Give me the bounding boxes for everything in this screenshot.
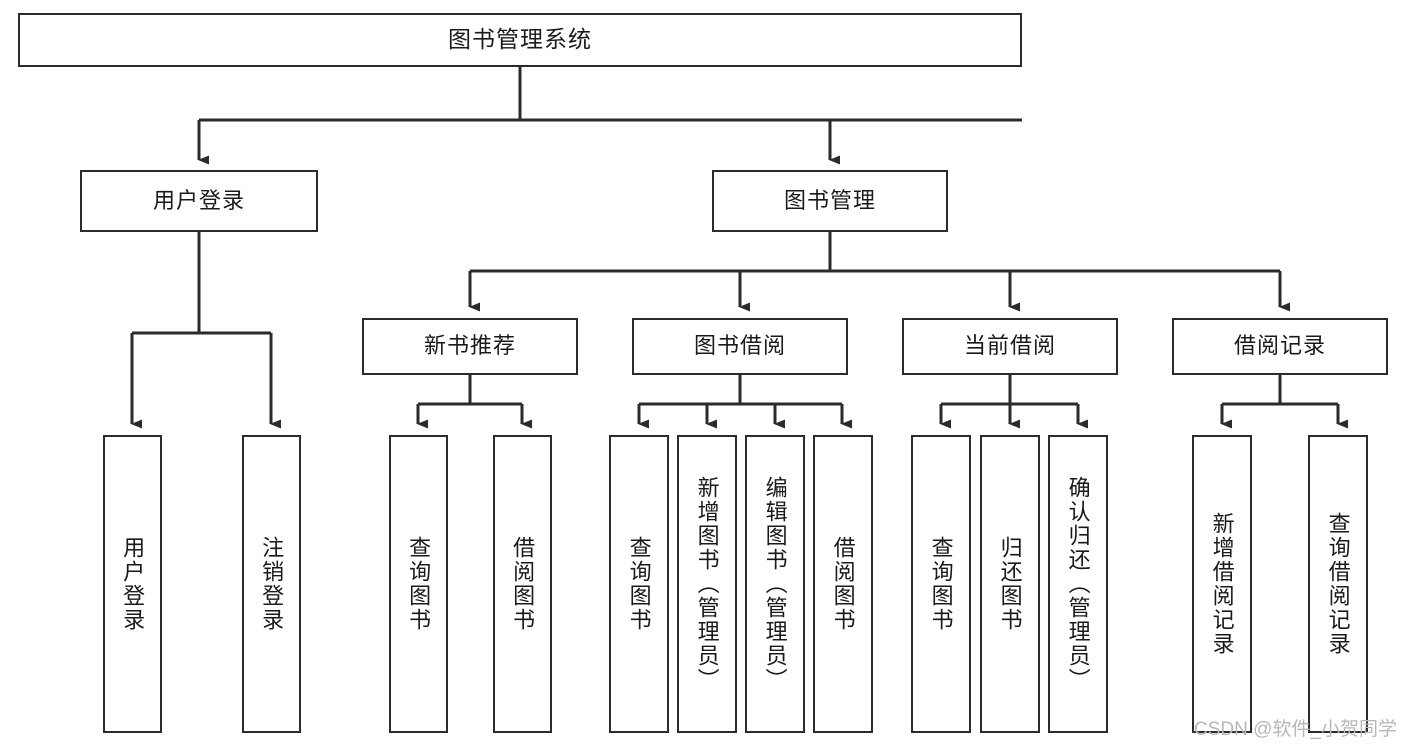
node-book-management-label: 图书管理 [783,187,876,213]
node-leaf-query-book-3-label: 查询图书 [928,536,954,632]
node-root-book-management-system[interactable]: 图书管理系统 [18,13,1022,67]
node-leaf-add-book[interactable]: 新增图书（管理员） [677,435,737,733]
node-leaf-edit-book-label: 编辑图书（管理员） [762,476,788,692]
node-leaf-query-book-2-label: 查询图书 [626,536,652,632]
node-leaf-borrow-book-2-label: 借阅图书 [830,536,856,632]
node-new-book-recommend-label: 新书推荐 [423,333,516,359]
node-root-label: 图书管理系统 [448,26,592,53]
node-borrow-record[interactable]: 借阅记录 [1172,318,1388,375]
node-user-login-label: 用户登录 [152,187,245,213]
node-new-book-recommend[interactable]: 新书推荐 [362,318,578,375]
node-leaf-user-login[interactable]: 用户登录 [103,435,162,733]
node-leaf-query-record[interactable]: 查询借阅记录 [1308,435,1368,733]
node-leaf-query-record-label: 查询借阅记录 [1325,512,1351,656]
node-leaf-borrow-book-1-label: 借阅图书 [510,536,536,632]
node-leaf-query-book-3[interactable]: 查询图书 [911,435,971,733]
node-leaf-query-book-2[interactable]: 查询图书 [609,435,669,733]
node-leaf-edit-book[interactable]: 编辑图书（管理员） [745,435,805,733]
node-user-login[interactable]: 用户登录 [80,170,318,232]
node-leaf-query-book-1[interactable]: 查询图书 [389,435,448,733]
node-leaf-add-book-label: 新增图书（管理员） [694,476,720,692]
node-book-borrow-label: 图书借阅 [693,333,786,359]
node-leaf-add-record[interactable]: 新增借阅记录 [1192,435,1252,733]
node-leaf-confirm-return-label: 确认归还（管理员） [1065,476,1091,692]
node-leaf-add-record-label: 新增借阅记录 [1209,512,1235,656]
node-leaf-return-book[interactable]: 归还图书 [980,435,1040,733]
node-leaf-logout-login[interactable]: 注销登录 [242,435,301,733]
node-leaf-query-book-1-label: 查询图书 [406,536,432,632]
node-leaf-logout-login-label: 注销登录 [259,536,285,632]
node-leaf-borrow-book-2[interactable]: 借阅图书 [813,435,873,733]
node-book-management[interactable]: 图书管理 [712,170,948,232]
node-leaf-confirm-return[interactable]: 确认归还（管理员） [1048,435,1108,733]
node-leaf-borrow-book-1[interactable]: 借阅图书 [493,435,552,733]
node-current-borrow-label: 当前借阅 [963,333,1056,359]
node-leaf-user-login-label: 用户登录 [120,536,146,632]
node-leaf-return-book-label: 归还图书 [997,536,1023,632]
node-borrow-record-label: 借阅记录 [1233,333,1326,359]
node-book-borrow[interactable]: 图书借阅 [632,318,848,375]
csdn-watermark: CSDN @软件_小贺同学 [1194,719,1397,740]
node-current-borrow[interactable]: 当前借阅 [902,318,1118,375]
